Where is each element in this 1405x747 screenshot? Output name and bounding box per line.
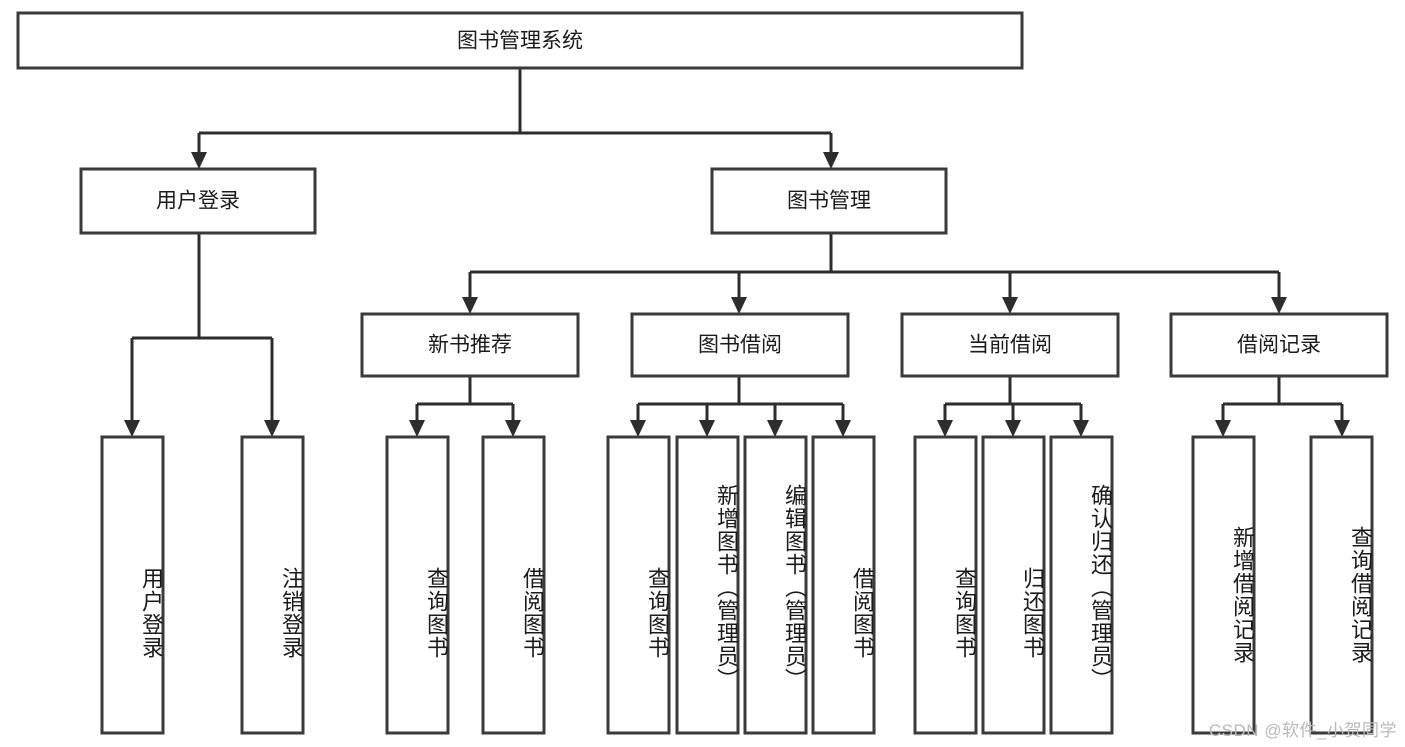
node-current-borrow[interactable]: 当前借阅 <box>900 312 1120 378</box>
node-root-label: 图书管理系统 <box>457 30 583 53</box>
node-book-management[interactable]: 图书管理 <box>710 167 948 235</box>
leaf-box-return-book[interactable] <box>981 435 1046 735</box>
connector-bookmgmt-to-level3 <box>462 233 1287 314</box>
node-book-management-label: 图书管理 <box>787 190 871 213</box>
leaf-box-logout[interactable] <box>240 435 305 735</box>
node-book-borrow[interactable]: 图书借阅 <box>630 312 850 378</box>
connector-userlogin-to-leaves <box>124 233 280 437</box>
connector-root-to-level2 <box>191 68 839 169</box>
connector-borrowrecord-to-leaves <box>1215 376 1350 437</box>
leaf-boxes <box>100 435 1374 735</box>
csdn-watermark: CSDN @软件_小贺同学 <box>1208 721 1397 740</box>
node-borrow-record-label: 借阅记录 <box>1237 334 1321 357</box>
leaf-box-query-book-1[interactable] <box>385 435 450 735</box>
node-user-login-label: 用户登录 <box>156 190 240 213</box>
leaf-box-user-login[interactable] <box>100 435 165 735</box>
leaf-box-query-book-3[interactable] <box>913 435 978 735</box>
node-borrow-record[interactable]: 借阅记录 <box>1169 312 1389 378</box>
connector-newbook-to-leaves <box>409 376 521 437</box>
node-new-book-recommend-label: 新书推荐 <box>428 334 512 357</box>
leaf-box-add-record[interactable] <box>1191 435 1256 735</box>
node-root-system[interactable]: 图书管理系统 <box>16 11 1024 70</box>
node-book-borrow-label: 图书借阅 <box>698 334 782 357</box>
leaf-box-borrow-book-2[interactable] <box>811 435 876 735</box>
connector-bookborrow-to-leaves <box>630 376 851 437</box>
leaf-box-edit-book[interactable] <box>743 435 808 735</box>
leaf-box-confirm-return[interactable] <box>1049 435 1114 735</box>
leaf-box-add-book[interactable] <box>675 435 740 735</box>
node-new-book-recommend[interactable]: 新书推荐 <box>360 312 580 378</box>
leaf-box-borrow-book-1[interactable] <box>481 435 546 735</box>
leaf-box-query-record[interactable] <box>1309 435 1374 735</box>
connector-currentborrow-to-leaves <box>937 376 1089 437</box>
node-user-login[interactable]: 用户登录 <box>79 167 317 235</box>
leaf-box-query-book-2[interactable] <box>606 435 671 735</box>
node-current-borrow-label: 当前借阅 <box>968 334 1052 357</box>
